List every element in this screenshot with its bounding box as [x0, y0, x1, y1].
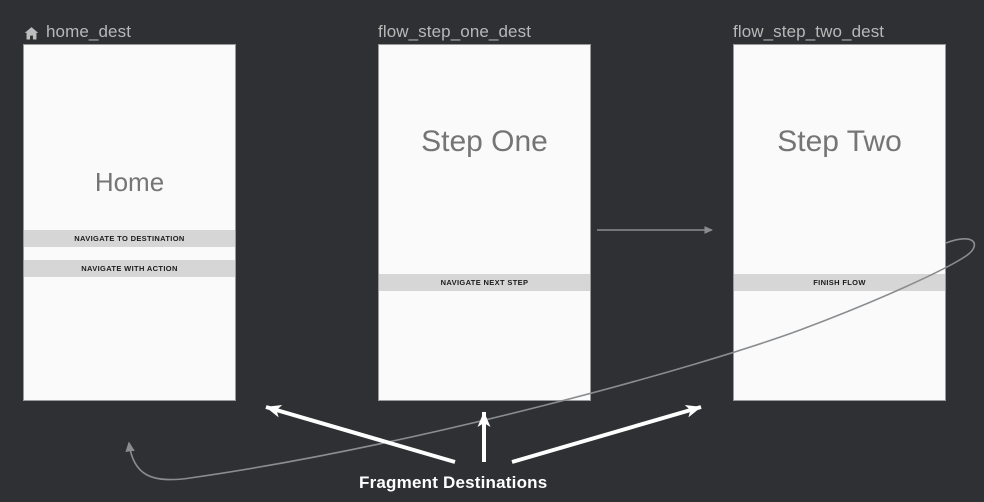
- destination-label-text: flow_step_two_dest: [733, 22, 885, 41]
- destination-label-text: home_dest: [46, 22, 132, 41]
- destination-label-flow-step-one-dest: flow_step_one_dest: [378, 20, 591, 44]
- phone-preview-flow-step-one-dest[interactable]: Step One NAVIGATE NEXT STEP: [378, 44, 591, 401]
- button-navigate-with-action[interactable]: NAVIGATE WITH ACTION: [24, 260, 235, 277]
- screen-title-step-two: Step Two: [777, 125, 902, 158]
- screen-title-step-one: Step One: [421, 125, 548, 158]
- destination-node-home-dest[interactable]: home_dest Home NAVIGATE TO DESTINATION N…: [23, 20, 236, 401]
- screen-title-home: Home: [94, 167, 165, 197]
- destination-label-home-dest: home_dest: [23, 20, 236, 44]
- phone-preview-flow-step-two-dest[interactable]: Step Two FINISH FLOW: [733, 44, 946, 401]
- home-icon: [23, 25, 40, 42]
- phone-preview-home-dest[interactable]: Home NAVIGATE TO DESTINATION NAVIGATE WI…: [23, 44, 236, 401]
- button-finish-flow[interactable]: FINISH FLOW: [734, 274, 945, 291]
- button-navigate-next-step[interactable]: NAVIGATE NEXT STEP: [379, 274, 590, 291]
- button-navigate-to-destination[interactable]: NAVIGATE TO DESTINATION: [24, 230, 235, 247]
- destination-node-flow-step-one-dest[interactable]: flow_step_one_dest Step One NAVIGATE NEX…: [378, 20, 591, 401]
- destination-label-flow-step-two-dest: flow_step_two_dest: [733, 20, 946, 44]
- destination-node-flow-step-two-dest[interactable]: flow_step_two_dest Step Two FINISH FLOW: [733, 20, 946, 401]
- destination-label-text: flow_step_one_dest: [378, 22, 532, 41]
- callout-arrows: [265, 404, 702, 464]
- callout-label-fragment-destinations: Fragment Destinations: [359, 473, 548, 492]
